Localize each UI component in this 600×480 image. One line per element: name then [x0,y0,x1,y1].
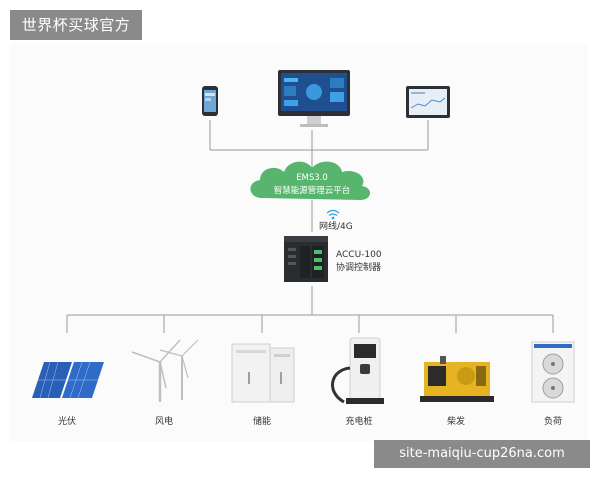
charging-pile-icon [331,337,384,404]
controller-model: ACCU-100 [336,250,382,260]
tablet-icon [406,86,450,118]
diesel-generator-icon [420,356,494,402]
cloud-subtitle: 智慧能源管理云平台 [274,185,351,196]
bottom-connectors [66,286,554,333]
wind-turbine-icon [131,339,199,402]
solar-panel-icon [32,361,104,399]
controller-icon [284,236,328,282]
watermark-top: 世界杯买球官方 [10,10,142,40]
network-label: 网线/4G [319,220,353,232]
device-label: 柴发 [447,415,465,427]
device-label: 风电 [155,415,173,427]
device-label: 负荷 [544,415,562,427]
cloud-platform: EMS3.0 智慧能源管理云平台 [250,161,371,200]
phone-icon [202,86,218,116]
watermark-bottom: site-maiqiu-cup26na.com [374,440,590,468]
device-label: 储能 [253,415,271,427]
device-label: 光伏 [58,415,76,427]
wifi-icon [326,209,340,220]
ac-unit-icon [531,341,575,403]
controller-name: 协调控制器 [336,261,381,273]
battery-cabinet-icon [231,343,295,403]
device-label: 充电桩 [345,415,372,427]
monitor-icon [278,70,350,127]
cloud-title: EMS3.0 [296,173,328,183]
top-connectors [209,120,429,232]
